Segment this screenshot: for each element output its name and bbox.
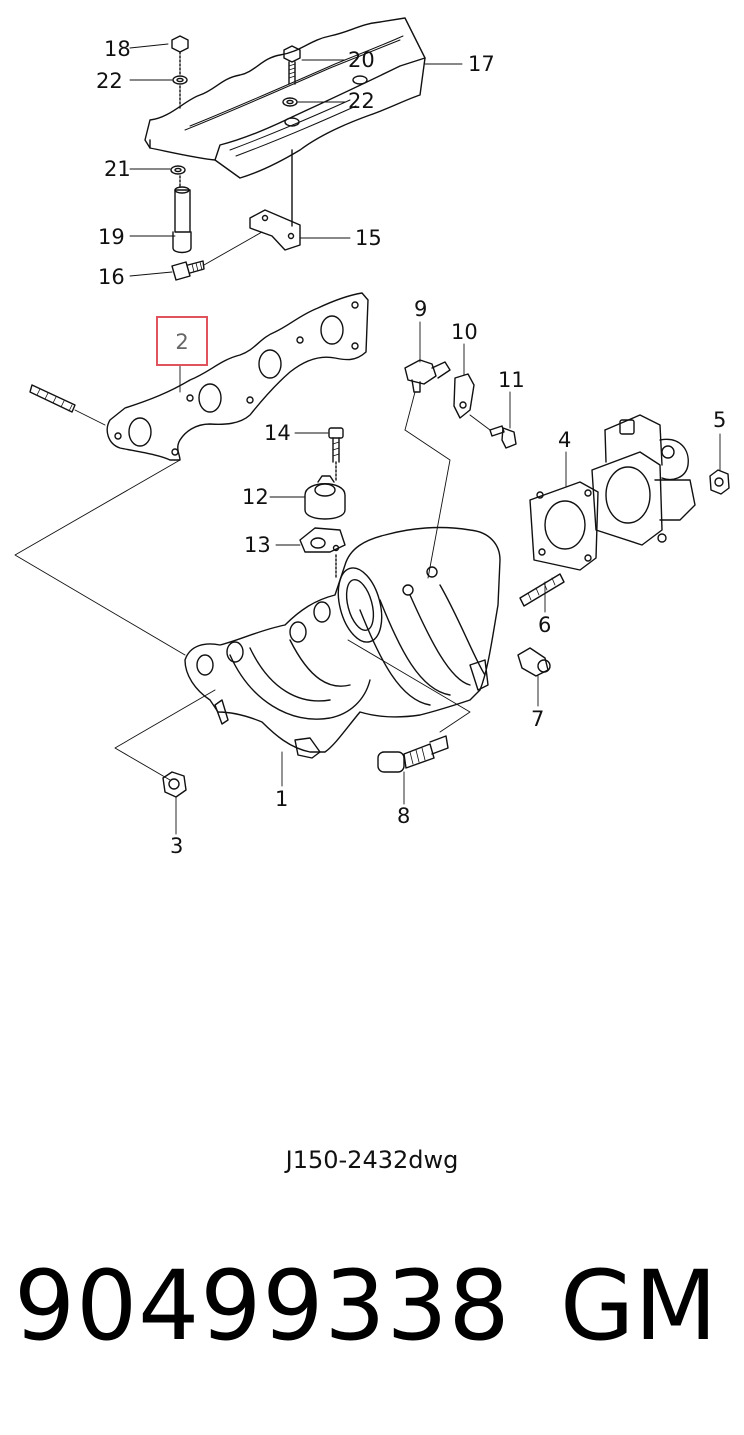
callout-15: 15 (355, 226, 382, 250)
nut-5 (709, 469, 730, 495)
throttle-body (591, 414, 696, 546)
callout-12: 12 (242, 485, 269, 509)
nut-3 (162, 771, 187, 798)
right-bolt-stack (282, 45, 301, 107)
valve-assembly (299, 427, 346, 579)
callout-3: 3 (170, 834, 184, 858)
callout-21: 21 (104, 157, 131, 181)
callout-4: 4 (558, 428, 572, 452)
sensor-9 (404, 359, 451, 393)
intake-manifold (184, 526, 501, 759)
left-stud-stack (170, 35, 192, 254)
callout-17: 17 (468, 52, 495, 76)
callout-18: 18 (104, 37, 131, 61)
callout-10: 10 (451, 320, 478, 344)
highlighted-callout-box[interactable]: 2 (156, 316, 208, 366)
bolt-16 (171, 231, 263, 281)
callout-22-left: 22 (96, 69, 123, 93)
assembly-lines (14, 459, 471, 781)
callout-20: 20 (348, 48, 375, 72)
callout-1: 1 (275, 787, 289, 811)
callout-9: 9 (414, 297, 428, 321)
sensor-8 (377, 735, 449, 773)
drawing-id: J150-2432dwg (285, 1146, 459, 1174)
callout-22-right: 22 (348, 89, 375, 113)
stud-6 (519, 573, 565, 607)
exploded-view-drawing (14, 17, 730, 835)
callout-6: 6 (538, 613, 552, 637)
parts-diagram: 2 18 22 21 19 16 20 22 17 15 9 10 11 14 … (14, 17, 730, 858)
sensor-bracket (453, 373, 475, 419)
throttle-gasket (529, 481, 599, 571)
callout-5: 5 (713, 408, 727, 432)
manifold-stud (29, 384, 106, 426)
engine-cover (144, 17, 426, 179)
callout-8: 8 (397, 804, 411, 828)
callout-16: 16 (98, 265, 125, 289)
intake-gasket (106, 292, 369, 461)
part-number: 90499338 (14, 1250, 511, 1362)
fitting-7 (517, 647, 551, 677)
cover-bracket (249, 149, 301, 251)
callout-2: 2 (175, 330, 189, 354)
callout-7: 7 (531, 707, 545, 731)
callout-13: 13 (244, 533, 271, 557)
callout-11: 11 (498, 368, 525, 392)
callout-19: 19 (98, 225, 125, 249)
bolt-11 (404, 391, 517, 579)
brand-label: GM (560, 1250, 718, 1362)
callout-leaders (129, 43, 721, 835)
callout-14: 14 (264, 421, 291, 445)
